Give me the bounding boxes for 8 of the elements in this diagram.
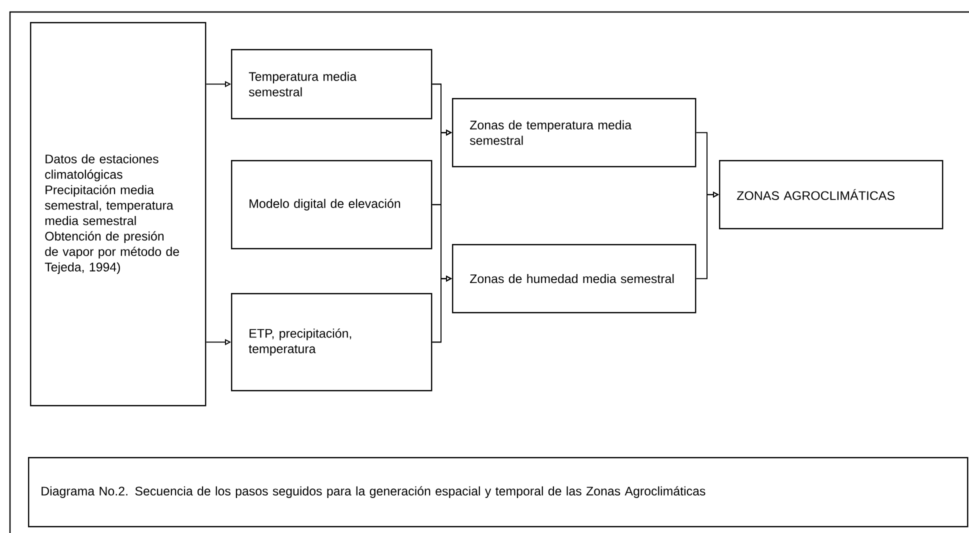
process-box: Zonas de humedad media semestral (452, 244, 696, 314)
process-box: Modelo digital de elevación (231, 160, 432, 250)
process-box: Zonas de temperatura media semestral (452, 98, 696, 168)
process-box: Datos de estaciones climatológicas Precipitación media semestral, temperatura media semestral Obtención de presión de vapor por método de Tejeda, 1994) (30, 22, 206, 406)
process-box: ETP, precipitación, temperatura (231, 293, 432, 392)
process-box: ZONAS AGROCLIMÁTICAS (719, 160, 944, 230)
process-box: Temperatura media semestral (231, 49, 432, 120)
caption-box: Diagrama No.2. Secuencia de los pasos seguidos para la generación espacial y temporal de las Zonas Agroclimáticas (28, 457, 968, 528)
